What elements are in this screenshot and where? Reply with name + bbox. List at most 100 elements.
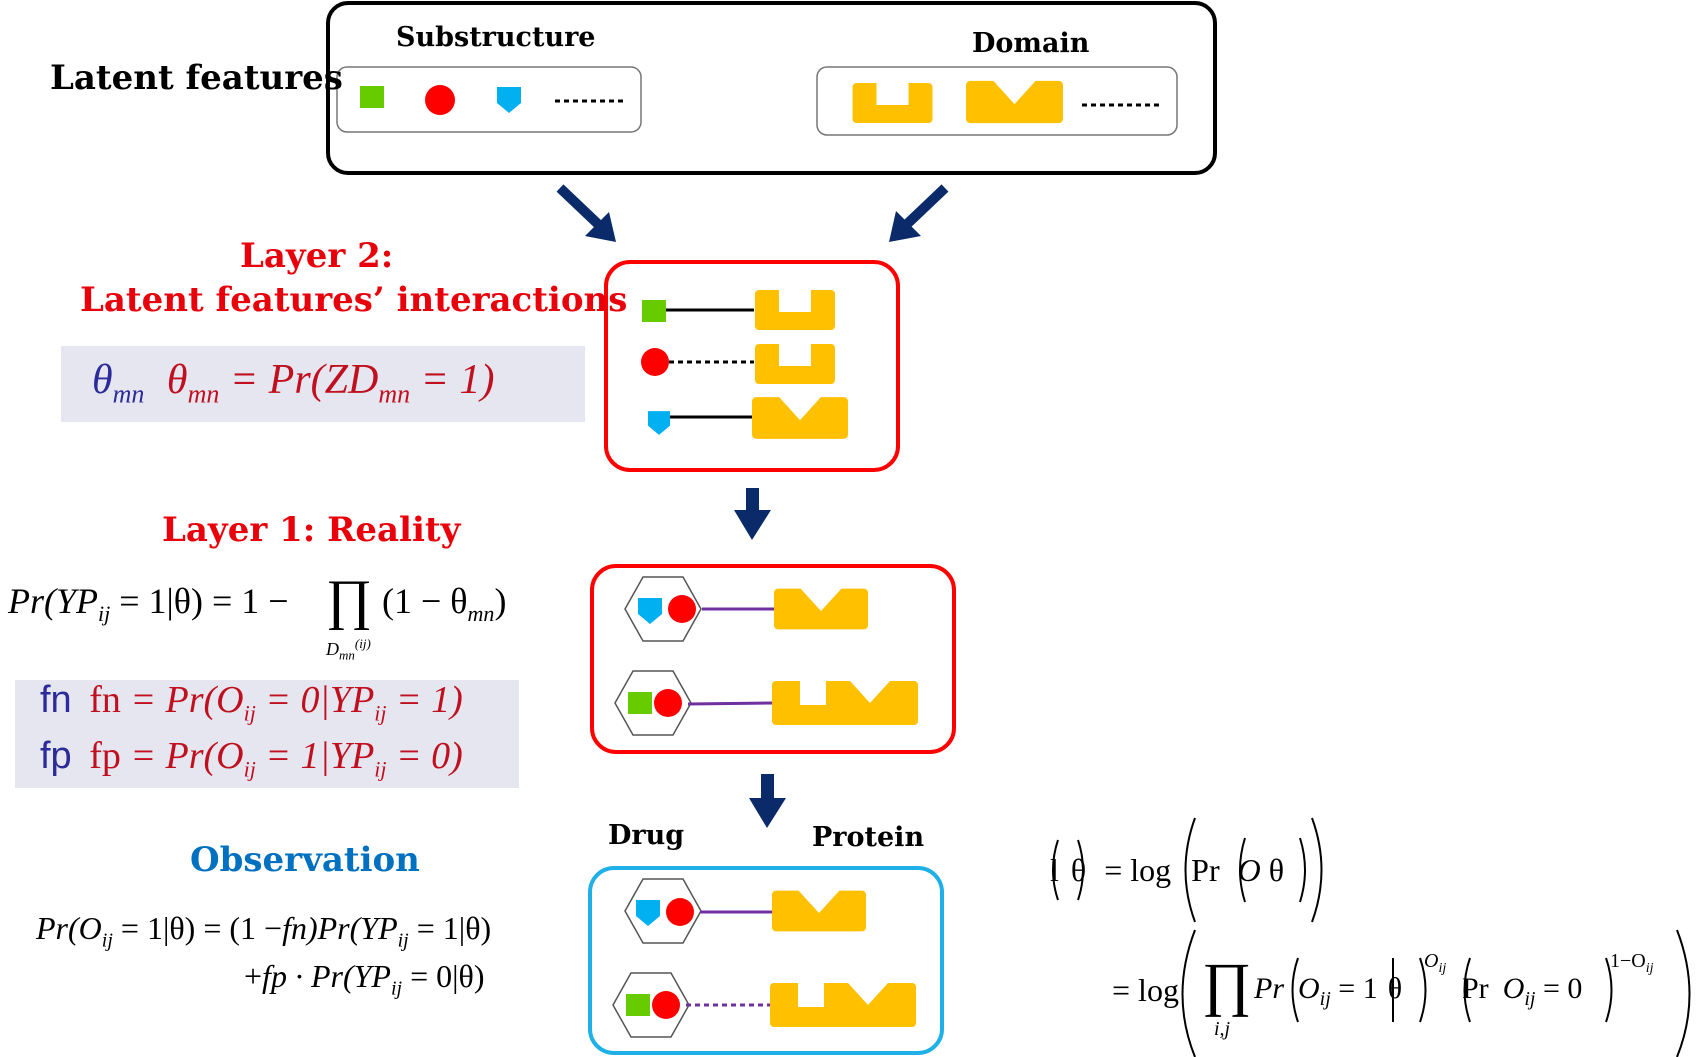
layer2-theta-highlight xyxy=(61,346,585,422)
latent-features-title: Latent features xyxy=(50,58,343,98)
lik2-sup-sub: ij xyxy=(1438,961,1447,976)
arrow-left-diagonal xyxy=(556,184,616,242)
layer1-red-circle-1 xyxy=(668,595,696,623)
arrow-right-diagonal xyxy=(889,184,949,242)
layer1-equation-rhs: (1 − θmn) xyxy=(382,580,506,627)
lik-o: O xyxy=(1237,852,1261,888)
theta-def-tail: = 1) xyxy=(410,357,495,403)
theta-def-rhs-sub: mn xyxy=(378,379,411,409)
fn-def-head: fn xyxy=(89,679,121,721)
fn-def-sub2: ij xyxy=(374,700,387,726)
fp-def-sub: ij xyxy=(243,756,256,782)
likelihood-product: ∏ xyxy=(1202,951,1252,1017)
substructure-label: Substructure xyxy=(396,22,596,53)
lik-pr: Pr xyxy=(1191,852,1220,888)
obs-red-circle-2 xyxy=(652,991,680,1019)
fp-def-tail: = 0) xyxy=(386,735,463,777)
layer2-red-circle xyxy=(641,348,669,376)
fp-def-mid: = 1|YP xyxy=(255,735,375,777)
domain-label: Domain xyxy=(972,28,1090,59)
obs-eq1-a: Pr(O xyxy=(36,910,102,946)
layer1-prod-sub: D xyxy=(326,639,339,659)
fn-def-tail: = 1) xyxy=(386,679,463,721)
lik-eq: = log xyxy=(1096,852,1172,888)
obs-eq1-fn: fn xyxy=(282,910,307,946)
likelihood-parens xyxy=(1052,817,1691,1057)
layer1-eq-lhs-sub: ij xyxy=(98,601,111,627)
layer1-prod-sup: (ij) xyxy=(354,636,371,651)
lik2-eq0: = 0 xyxy=(1535,972,1583,1005)
protein-label: Protein xyxy=(812,822,925,853)
obs-eq2-c: = 0|θ) xyxy=(402,958,485,994)
likelihood-product-sub: i,j xyxy=(1214,1018,1231,1040)
layer1-product-subscript: Dmn(ij) xyxy=(326,636,371,664)
lik2-sub: ij xyxy=(1319,988,1331,1010)
layer1-product-symbol: ∏ xyxy=(326,569,373,631)
red-circle-substructure xyxy=(425,85,455,115)
lik2-sub2: ij xyxy=(1524,988,1536,1010)
layer2-title-line2: Latent features’ interactions xyxy=(80,280,628,320)
fp-def-head: fp xyxy=(89,735,121,777)
fp-def-sub2: ij xyxy=(374,756,387,782)
lik2-sup2-sub: ij xyxy=(1645,961,1654,976)
arrow-down-to-observation xyxy=(749,774,786,828)
lik2-pr2: Pr xyxy=(1462,972,1489,1005)
theta-def: θ xyxy=(166,357,188,403)
obs-eq1-b: = 1|θ) = (1 − xyxy=(112,910,283,946)
obs-eq2-a: + xyxy=(244,958,263,994)
fn-def-sub: ij xyxy=(243,700,256,726)
lik2-sup: O xyxy=(1424,950,1439,972)
substructure-box xyxy=(336,66,642,133)
obs-eq2-fp: fp xyxy=(262,958,287,994)
drug-label: Drug xyxy=(608,820,685,851)
obs-domain-uv xyxy=(770,983,916,1027)
fp-symbol: fp xyxy=(40,735,72,777)
layer2-title-line1: Layer 2: xyxy=(240,236,394,276)
theta-sub: mn xyxy=(112,379,145,409)
layer1-red-circle-2 xyxy=(654,689,682,717)
obs-eq2-sub: ij xyxy=(390,977,403,1000)
fn-def-mid: = 0|YP xyxy=(255,679,375,721)
fn-equation: fn fn = Pr(Oij = 0|YPij = 1) xyxy=(40,678,463,727)
fn-symbol: fn xyxy=(40,679,72,721)
likelihood-sup2: 1−Oij xyxy=(1610,950,1654,977)
lik-theta2: θ xyxy=(1268,852,1285,888)
green-square-substructure xyxy=(360,86,384,108)
layer1-link-2 xyxy=(687,701,773,706)
obs-green-square xyxy=(626,994,650,1016)
likelihood-line2-eq: = log xyxy=(1112,972,1179,1008)
layer1-title: Layer 1: Reality xyxy=(162,510,461,550)
layer1-fnfp-highlight xyxy=(15,680,519,788)
lik2-pr: Pr xyxy=(1254,972,1284,1005)
obs-eq1-d: = 1|θ) xyxy=(408,910,492,946)
layer1-eq-lhs: Pr(YP xyxy=(8,581,98,621)
layer1-eq-rhs-tail: ) xyxy=(494,581,507,621)
fp-equation: fp fp = Pr(Oij = 1|YPij = 0) xyxy=(40,734,463,783)
layer1-green-square xyxy=(628,692,652,714)
likelihood-line2-pr2: Pr Oij = 0 xyxy=(1462,972,1582,1011)
layer1-eq-rhs: (1 − θ xyxy=(382,581,468,621)
lik-l: l xyxy=(1050,852,1059,888)
obs-eq1-c: )Pr(YP xyxy=(306,910,398,946)
obs-eq2-b: · Pr(YP xyxy=(286,958,391,994)
obs-red-circle-1 xyxy=(666,898,694,926)
theta-def-sub: mn xyxy=(187,379,220,409)
lik-theta: θ xyxy=(1070,852,1087,888)
lik2-sup2: 1−O xyxy=(1610,950,1646,972)
lik2-o2: O xyxy=(1502,972,1525,1005)
observation-equation-line2: +fp · Pr(YPij = 0|θ) xyxy=(244,958,485,1000)
arrow-down-to-layer1 xyxy=(734,488,771,540)
fn-def: = Pr(O xyxy=(120,679,244,721)
obs-eq1-sub2: ij xyxy=(397,929,409,952)
obs-eq1-sub: ij xyxy=(101,929,113,952)
observation-equation-line1: Pr(Oij = 1|θ) = (1 −fn)Pr(YPij = 1|θ) xyxy=(36,910,491,952)
layer1-prod-sub-sub: mn xyxy=(339,647,355,663)
observation-title: Observation xyxy=(190,840,420,880)
theta-def-rhs: = Pr(ZD xyxy=(219,357,379,403)
layer1-domain-uv xyxy=(772,681,918,725)
theta-symbol: θ xyxy=(92,357,113,403)
